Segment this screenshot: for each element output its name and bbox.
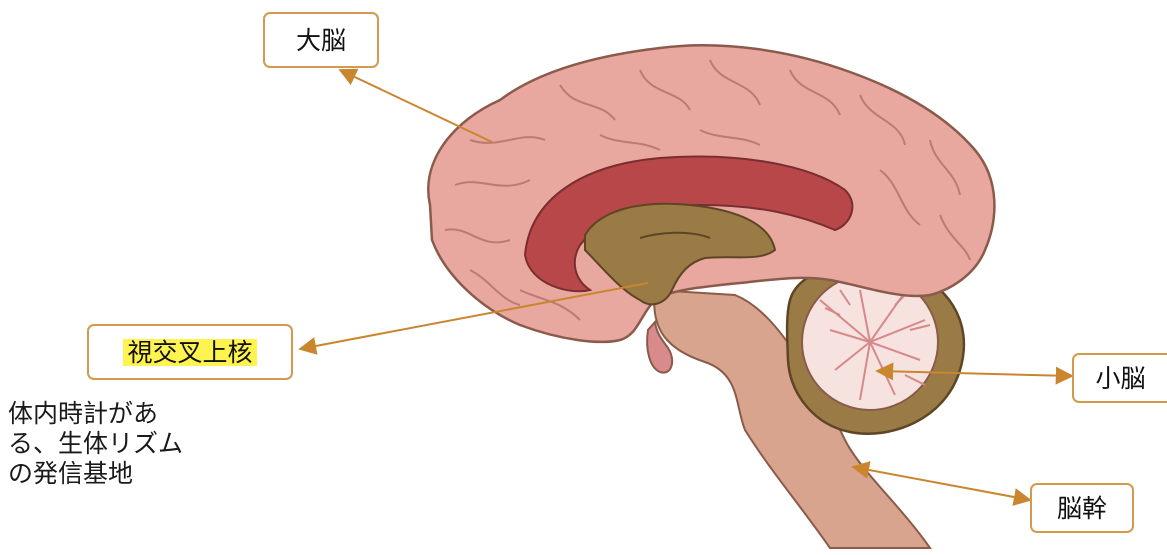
label-cerebrum-text: 大脳 xyxy=(296,28,346,53)
label-brainstem-text: 脳幹 xyxy=(1057,496,1107,521)
label-brainstem: 脳幹 xyxy=(1030,483,1134,533)
caption-line-2: る、生体リズム xyxy=(8,429,218,459)
caption-line-1: 体内時計があ xyxy=(8,399,218,429)
label-cerebrum: 大脳 xyxy=(263,12,379,68)
label-scn: 視交叉上核 xyxy=(87,324,293,380)
label-cerebellum-text: 小脳 xyxy=(1095,366,1145,391)
label-scn-text: 視交叉上核 xyxy=(123,339,256,366)
scn-description: 体内時計があ る、生体リズム の発信基地 xyxy=(8,399,218,489)
label-cerebellum: 小脳 xyxy=(1072,353,1167,403)
caption-line-3: の発信基地 xyxy=(8,459,218,489)
arrow-cerebrum xyxy=(340,70,492,142)
